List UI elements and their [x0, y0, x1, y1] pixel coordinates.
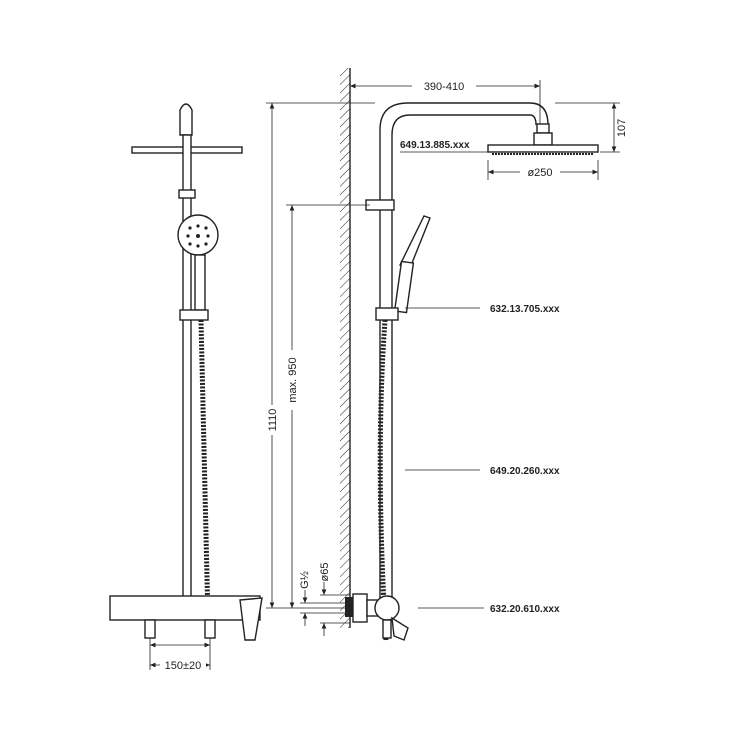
wall-hatch	[340, 68, 350, 628]
front-hose	[198, 319, 211, 621]
slide-height-label: max. 950	[287, 357, 299, 402]
total-height-label: 1110	[267, 409, 279, 432]
front-slider	[179, 309, 209, 321]
side-slider	[375, 307, 399, 321]
front-hand-shower-handle	[194, 254, 206, 311]
rosette-diameter-label: ø65	[319, 563, 331, 582]
center-distance-label: 150±20	[165, 660, 202, 672]
part-hand-shower-label: 632.13.705.xxx	[490, 304, 560, 315]
head-diameter-label: ø250	[527, 167, 552, 179]
side-hand-shower	[399, 215, 431, 269]
thread-label: G½	[299, 571, 311, 589]
head-height-label: 107	[616, 119, 628, 137]
arm-reach-label: 390-410	[424, 81, 464, 93]
wall-bracket	[365, 199, 395, 211]
part-mixer-label: 632.20.610.xxx	[490, 604, 560, 615]
front-view: 150±20	[109, 103, 263, 672]
side-mixer-body	[374, 595, 400, 621]
side-shower-head	[487, 144, 599, 153]
side-hose	[377, 319, 389, 641]
front-arm-bend	[179, 103, 193, 136]
front-mixer-body	[109, 595, 261, 621]
part-riser-label: 649.20.260.xxx	[490, 466, 560, 477]
front-riser-pipe	[182, 134, 192, 601]
part-shower-head-label: 649.13.885.xxx	[400, 140, 470, 151]
side-mixer-lever	[391, 616, 409, 641]
side-view: 390-410 107 ø250 649.13.885.xxx 632.13.7…	[264, 68, 628, 641]
front-mixer-lever	[239, 597, 263, 641]
